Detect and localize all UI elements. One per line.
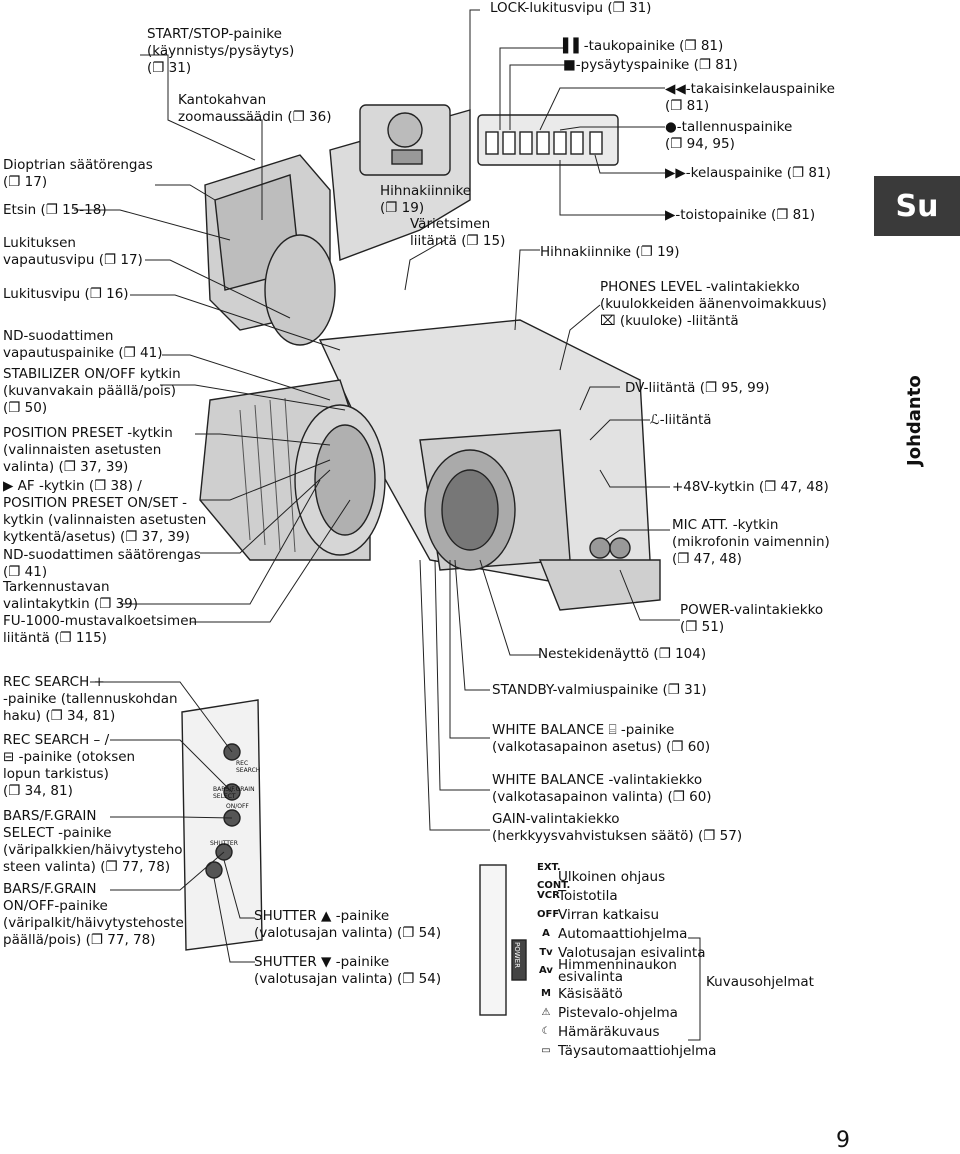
diopter-ring-label: Dioptrian säätörengas (❐ 17) <box>3 157 153 190</box>
mode-icon: OFF <box>537 909 560 920</box>
strap-mount-label-1: Hihnakiinnike (❐ 19) <box>380 183 472 216</box>
mode-text: Hämäräkuvaus <box>558 1024 660 1040</box>
mode-text: Täysautomaattiohjelma <box>558 1043 717 1059</box>
stop-button-label: ■-pysäytyspainike (❐ 81) <box>563 57 738 73</box>
section-tab-label: Su <box>895 188 939 224</box>
mode-text: Toistotila <box>558 888 618 904</box>
shutter-down-label: SHUTTER ▼ -painike (valotusajan valinta)… <box>254 954 442 987</box>
panel-shutter-text: SHUTTER <box>210 840 238 847</box>
mode-icon: Av <box>539 965 553 976</box>
plus48v-switch-label: +48V-kytkin (❐ 47, 48) <box>672 479 829 495</box>
mode-row: Tv Valotusajan esivalinta <box>537 944 705 962</box>
mode-text: Valotusajan esivalinta <box>558 945 706 961</box>
mode-text: Pistevalo-ohjelma <box>558 1005 678 1021</box>
mode-row: Av Himmenninaukon esivalinta <box>537 957 677 985</box>
chapter-tab: Johdanto <box>874 366 960 486</box>
mode-text: Automaattiohjelma <box>558 926 688 942</box>
bars-onoff-label: BARS/F.GRAIN ON/OFF-painike (väripalkit/… <box>3 881 184 948</box>
af-switch-label: ▶ AF -kytkin (❐ 38) / POSITION PRESET ON… <box>3 478 207 545</box>
mode-icon: EXT. CONT. <box>537 862 571 891</box>
mode-icon: ▭ <box>541 1045 551 1056</box>
shooting-programs-label: Kuvausohjelmat <box>706 974 814 990</box>
lock-lever-side-label: Lukitusvipu (❐ 16) <box>3 286 129 302</box>
page-number: 9 <box>836 1128 850 1153</box>
start-stop-label: START/STOP-painike (käynnistys/pysäytys)… <box>147 26 295 76</box>
lanc-terminal-label: ℒ-liitäntä <box>650 412 712 428</box>
position-preset-label: POSITION PRESET -kytkin (valinnaisten as… <box>3 425 173 475</box>
shutter-up-label: SHUTTER ▲ -painike (valotusajan valinta)… <box>254 908 442 941</box>
lcd-label: Nestekidenäyttö (❐ 104) <box>538 646 707 662</box>
mode-icon: M <box>541 988 551 999</box>
rec-search-plus-label: REC SEARCH + -painike (tallennuskohdan h… <box>3 674 178 724</box>
handle-zoom-label: Kantokahvan zoomaussäädin (❐ 36) <box>178 92 332 125</box>
nd-release-label: ND-suodattimen vapautuspainike (❐ 41) <box>3 328 163 361</box>
mode-icon: ☾ <box>541 1026 551 1037</box>
mic-att-switch-label: MIC ATT. -kytkin (mikrofonin vaimennin) … <box>672 517 830 567</box>
wb-dial-label: WHITE BALANCE -valintakiekko (valkotasap… <box>492 772 712 805</box>
mode-row: M Käsisäätö <box>537 985 623 1003</box>
mode-text: Himmenninaukon esivalinta <box>558 957 677 985</box>
panel-onoff-text: ON/OFF <box>226 803 249 810</box>
rec-search-minus-label: REC SEARCH – / ⊟ -painike (otoksen lopun… <box>3 732 136 799</box>
section-tab: Su <box>874 176 960 236</box>
mode-row: ⚠ Pistevalo-ohjelma <box>537 1004 678 1022</box>
record-button-label: ●-tallennuspainike (❐ 94, 95) <box>665 119 793 152</box>
mode-row: ☾ Hämäräkuvaus <box>537 1023 660 1041</box>
mode-text: Käsisäätö <box>558 986 623 1002</box>
mode-icon: Tv <box>539 947 553 958</box>
mode-row: A Automaattiohjelma <box>537 925 687 943</box>
ff-button-label: ▶▶-kelauspainike (❐ 81) <box>665 165 831 181</box>
standby-button-label: STANDBY-valmiuspainike (❐ 31) <box>492 682 707 698</box>
mode-icon: A <box>542 928 550 939</box>
lock-lever-label: LOCK-lukitusvipu (❐ 31) <box>490 0 652 16</box>
mode-icon: ⚠ <box>541 1007 551 1018</box>
nd-ring-label: ND-suodattimen säätörengas (❐ 41) <box>3 547 201 580</box>
camera-illustration <box>181 104 661 1016</box>
gain-dial-label: GAIN-valintakiekko (herkkyysvahvistuksen… <box>492 811 743 844</box>
lock-release-label: Lukituksen vapautusvipu (❐ 17) <box>3 235 143 268</box>
mode-row: ▭ Täysautomaattiohjelma <box>537 1042 716 1060</box>
panel-bars-text: BARS/F.GRAIN SELECT <box>213 786 255 800</box>
color-viewfinder-label: Värietsimen liitäntä (❐ 15) <box>410 216 506 249</box>
play-button-label: ▶-toistopainike (❐ 81) <box>665 207 816 223</box>
mode-icon: VCR <box>537 890 560 901</box>
leader-lines <box>74 9 701 1041</box>
focus-select-label: Tarkennustavan valintakytkin (❐ 39) <box>3 579 139 612</box>
bars-select-label: BARS/F.GRAIN SELECT -painike (väripalkki… <box>3 808 183 875</box>
rewind-button-label: ◀◀-takaisinkelauspainike (❐ 81) <box>665 81 835 114</box>
pause-button-label: ▌▌-taukopainike (❐ 81) <box>563 38 724 54</box>
strap-mount-label-2: Hihnakiinnike (❐ 19) <box>540 244 680 260</box>
stabilizer-switch-label: STABILIZER ON/OFF kytkin (kuvanvakain pä… <box>3 366 181 416</box>
panel-power-text: POWER <box>513 942 521 968</box>
fu1000-terminal-label: FU-1000-mustavalkoetsimen liitäntä (❐ 11… <box>3 613 198 646</box>
mode-row: EXT. CONT.Ulkoinen ohjaus <box>537 862 666 891</box>
mode-text: Ulkoinen ohjaus <box>558 869 666 885</box>
power-dial-label: POWER-valintakiekko (❐ 51) <box>680 602 824 635</box>
viewfinder-label: Etsin (❐ 15-18) <box>3 202 107 218</box>
dv-terminal-label: DV-liitäntä (❐ 95, 99) <box>625 380 770 396</box>
mode-text: Virran katkaisu <box>558 907 660 923</box>
wb-set-label: WHITE BALANCE ⌸ -painike (valkotasapaino… <box>492 722 711 755</box>
phones-level-label: PHONES LEVEL -valintakiekko (kuulokkeide… <box>600 279 827 329</box>
chapter-tab-label: Johdanto <box>904 375 925 466</box>
panel-rec-search-text: REC SEARCH <box>236 760 261 774</box>
